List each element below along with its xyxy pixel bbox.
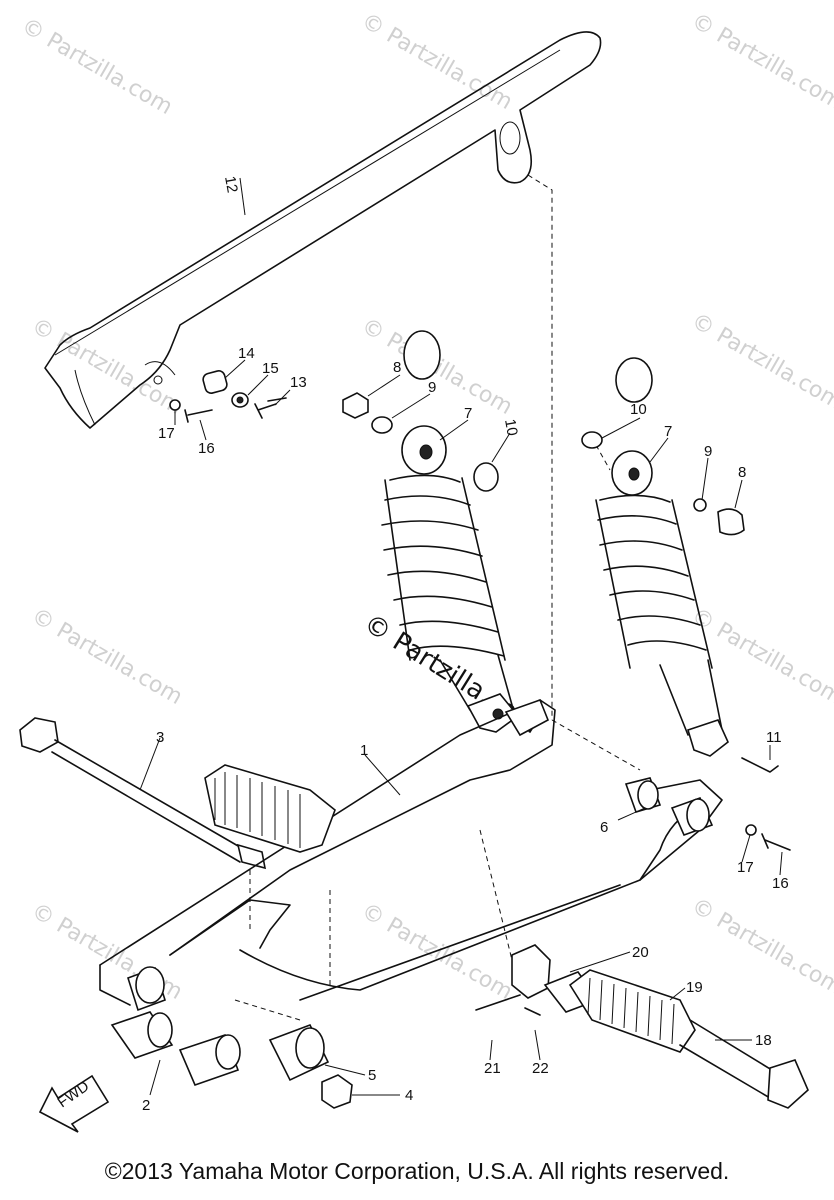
dashed-alignment-lines [234, 174, 641, 1021]
callouts: 12 14 15 13 17 16 8 9 7 10 10 7 9 8 3 1 … [142, 175, 789, 1114]
left-shock-absorber [342, 330, 520, 733]
watermark-6: © Partzilla.com [687, 309, 834, 416]
callout-12: 12 [221, 175, 241, 194]
right-shock-absorber [581, 357, 779, 773]
callout-16b: 16 [772, 875, 789, 892]
callout-16a: 16 [198, 440, 215, 457]
left-footrest [204, 764, 336, 853]
callout-6: 6 [600, 819, 608, 836]
callout-20: 20 [632, 944, 649, 961]
callout-7a: 7 [464, 405, 472, 422]
watermarks: © Partzilla.com © Partzilla.com © Partzi… [17, 9, 834, 1006]
leader-lines [139, 177, 783, 1096]
watermark-1: © Partzilla.com [17, 14, 177, 121]
left-shock-spring [381, 474, 506, 661]
pivot-bushings [110, 966, 353, 1109]
callout-8b: 8 [738, 464, 746, 481]
callout-22: 22 [532, 1060, 549, 1077]
callout-18: 18 [755, 1032, 772, 1049]
chain-case [44, 31, 602, 429]
callout-9b: 9 [704, 443, 712, 460]
right-pivot-parts [624, 777, 791, 851]
callout-10b: 10 [630, 401, 647, 418]
callout-17a: 17 [158, 425, 175, 442]
fwd-arrow: FWD [38, 1074, 110, 1133]
watermark-2: © Partzilla.com [357, 9, 517, 116]
right-footrest-assembly [475, 944, 809, 1109]
callout-3: 3 [156, 729, 164, 746]
watermark-7: © Partzilla.com [27, 604, 187, 711]
watermark-4: © Partzilla.com [27, 314, 187, 421]
callout-10a: 10 [501, 418, 521, 437]
callout-8a: 8 [393, 359, 401, 376]
callout-11: 11 [766, 729, 782, 746]
right-footrest-ribs [587, 977, 675, 1045]
callout-9a: 9 [428, 379, 436, 396]
callout-5: 5 [368, 1067, 376, 1084]
callout-15: 15 [262, 360, 279, 377]
callout-17b: 17 [737, 859, 754, 876]
callout-14: 14 [238, 345, 255, 362]
copyright-notice: ©2013 Yamaha Motor Corporation, U.S.A. A… [104, 1158, 730, 1184]
chain-case-fasteners [169, 370, 287, 423]
callout-4: 4 [405, 1087, 413, 1104]
watermark-10: © Partzilla.com [357, 899, 517, 1006]
watermark-11: © Partzilla.com [687, 894, 834, 1001]
callout-13: 13 [290, 374, 307, 391]
pivot-shaft [19, 717, 267, 870]
callout-1: 1 [360, 742, 368, 759]
right-shock-spring [595, 494, 713, 669]
watermark-3: © Partzilla.com [687, 9, 834, 116]
callout-21: 21 [484, 1060, 501, 1077]
callout-2: 2 [142, 1097, 150, 1114]
callout-19: 19 [686, 979, 703, 996]
rear-arm [99, 698, 723, 1006]
left-footrest-ribs [214, 772, 301, 848]
callout-7b: 7 [664, 423, 672, 440]
